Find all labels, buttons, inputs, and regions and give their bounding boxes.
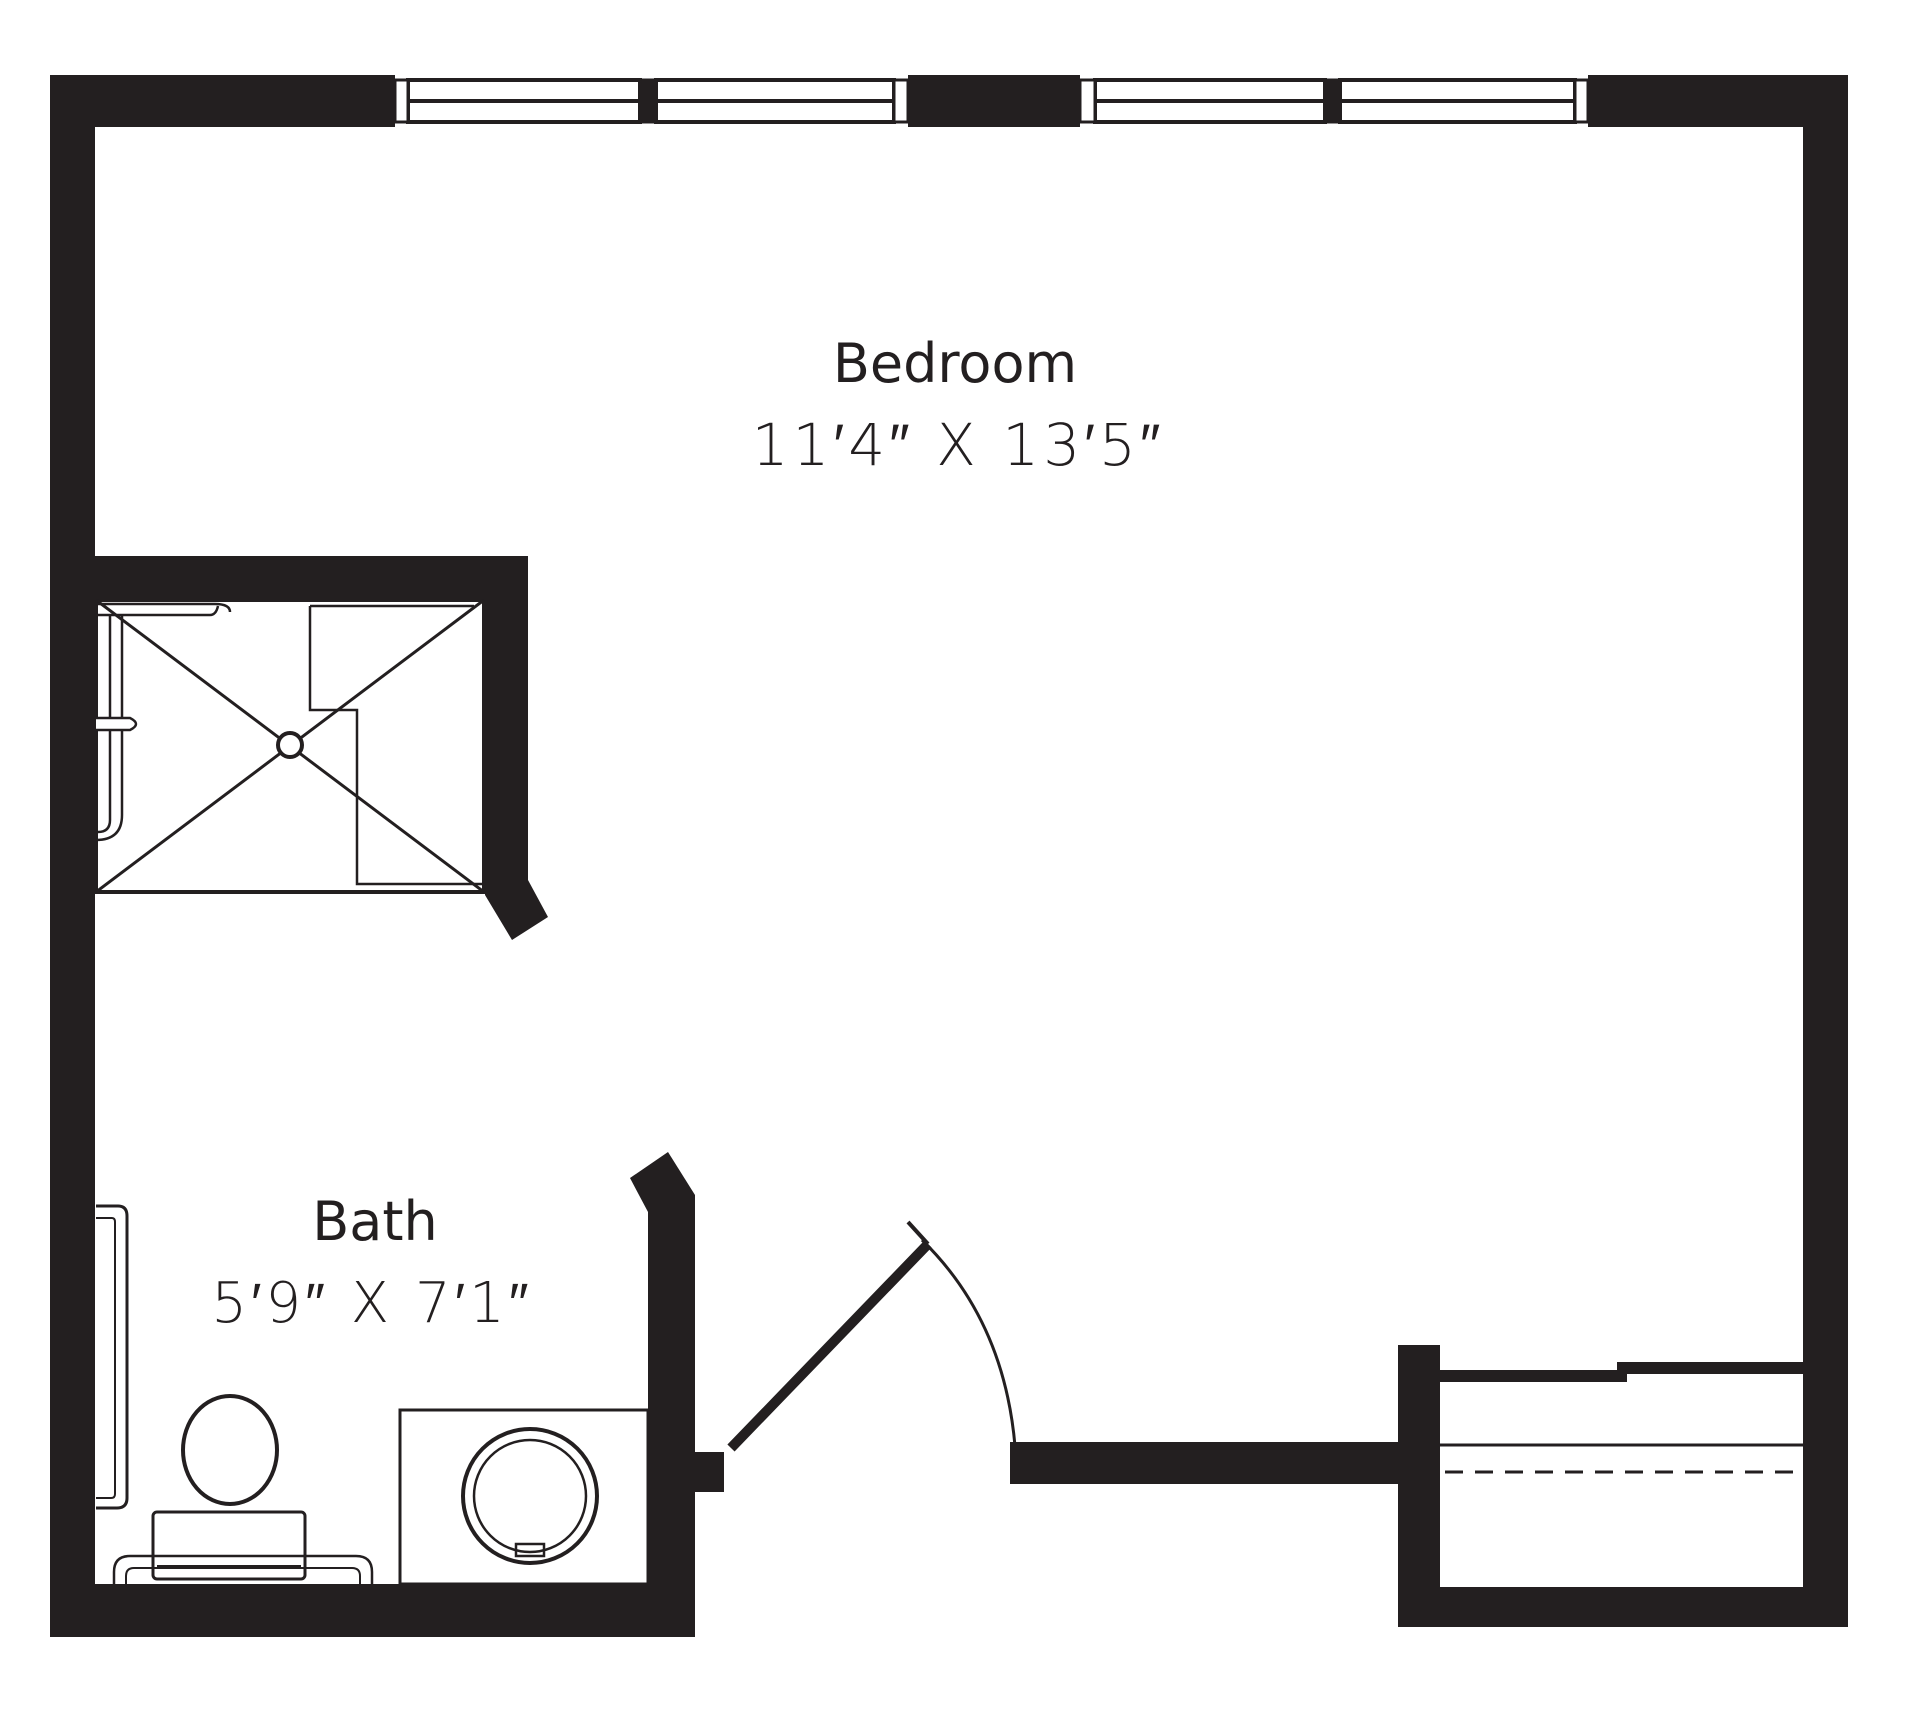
grab-bar-icon: [96, 602, 232, 617]
exterior-walls: [50, 75, 1848, 1637]
shower-wall-jamb: [485, 880, 548, 940]
window-icon: [1078, 78, 1590, 124]
sink-faucet: [514, 1542, 546, 1558]
bath-label: Bath: [312, 1190, 438, 1253]
right-wall: [1803, 75, 1848, 1627]
grab-bar-icon: [96, 1204, 129, 1510]
door-swing-icon: [727, 1220, 1020, 1484]
drain-icon: [276, 731, 304, 759]
closet-bottom-wall: [1398, 1587, 1848, 1627]
shower-top-wall: [95, 556, 528, 598]
toilet-icon: [181, 1394, 279, 1506]
vanity-counter: [398, 1408, 650, 1586]
bath-bottom-wall: [50, 1584, 695, 1637]
toilet-tank: [151, 1510, 307, 1581]
bedroom-dimensions: 11′4″ X 13′5″: [752, 411, 1165, 479]
top-wall-right: [1588, 75, 1848, 127]
top-wall-left: [50, 75, 395, 127]
bath-fixtures: [96, 1204, 650, 1586]
closet-left-wall: [1398, 1345, 1440, 1627]
window-icon: [393, 78, 910, 124]
faucet-icon: [96, 716, 138, 732]
entry-wall: [1010, 1442, 1410, 1484]
bath-wall-jamb: [630, 1152, 695, 1212]
closet-icon: [1440, 1362, 1803, 1474]
shower-right-wall: [485, 556, 528, 881]
top-wall-middle: [908, 75, 1080, 127]
bath-right-wall: [648, 1212, 695, 1637]
shower-icon: [94, 556, 548, 940]
door-stub: [690, 1452, 724, 1492]
sink-icon: [461, 1427, 599, 1565]
left-wall: [50, 75, 95, 1637]
bedroom-label: Bedroom: [833, 332, 1077, 395]
bath-dimensions: 5′9″ X 7′1″: [211, 1271, 532, 1336]
